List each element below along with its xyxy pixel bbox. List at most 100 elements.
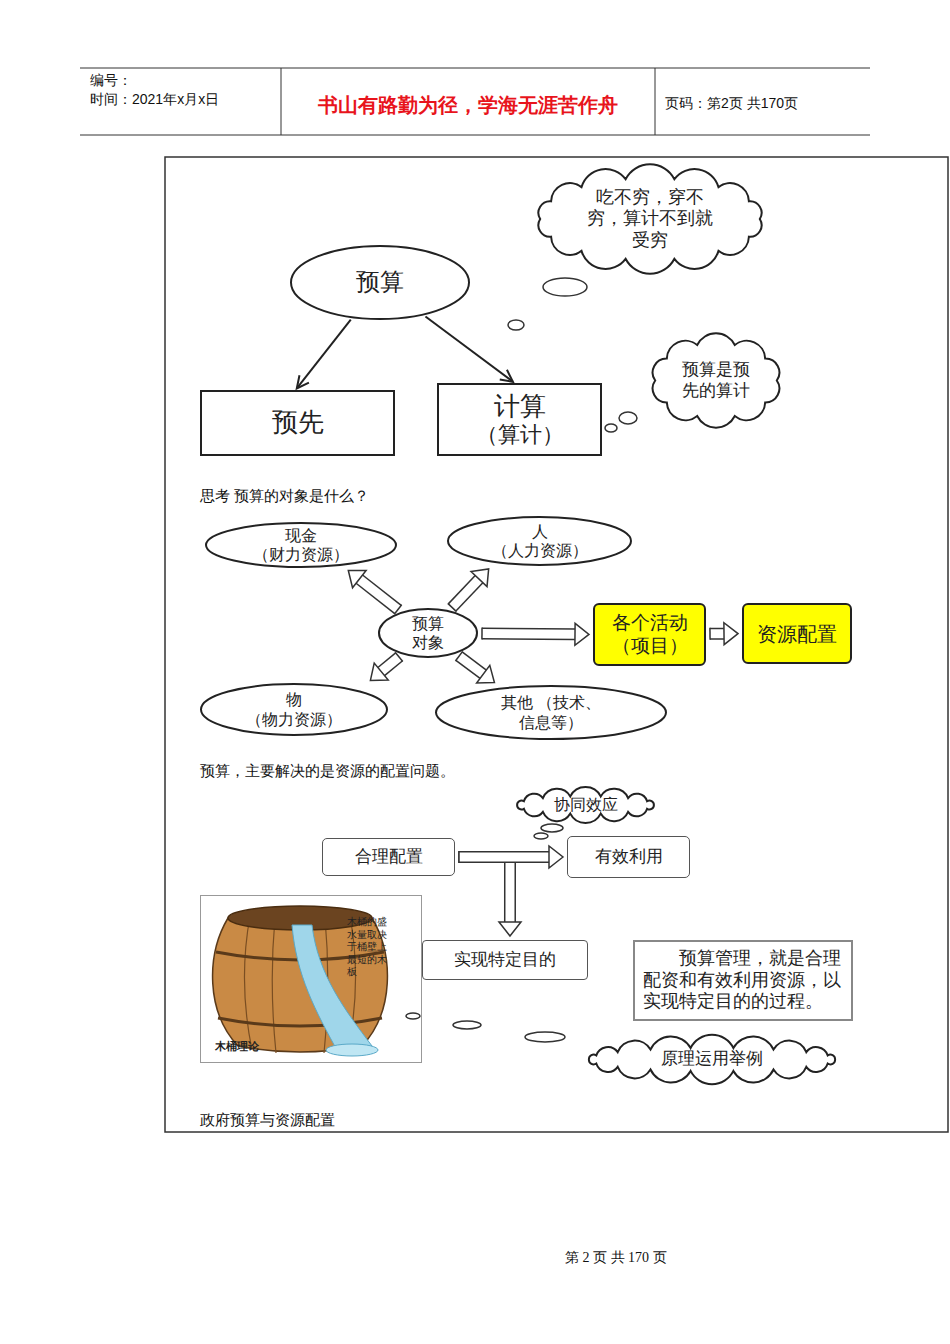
arrow-shaft-outline	[710, 628, 724, 640]
arrow-shaft-fill	[452, 579, 479, 607]
arrow-shaft-outline	[381, 657, 399, 672]
thought-cloud: 预算是预先的算计	[640, 328, 792, 433]
text-area: 预算 对象	[378, 608, 478, 658]
block-arrow	[370, 652, 402, 680]
node-text: 资源配置	[757, 622, 837, 646]
thought-cloud: 原理运用举例	[578, 1037, 846, 1082]
cloud-shape	[589, 1035, 835, 1084]
center-ellipse: 预算 对象	[378, 608, 478, 658]
arrow-head	[575, 623, 589, 645]
header-field: 时间：2021年x月x日	[90, 91, 219, 109]
content-frame	[165, 157, 948, 1132]
thought-bubble	[605, 424, 617, 432]
header-field: 编号：	[90, 72, 132, 90]
resource-ellipse: 人 （人力资源）	[447, 516, 632, 566]
arrow-head	[500, 370, 513, 382]
text-area: 原理运用举例	[578, 1037, 846, 1082]
body-text: 政府预算与资源配置	[200, 1111, 335, 1130]
node-text: 协同效应	[554, 795, 618, 814]
text-area: 合理配置	[323, 839, 454, 875]
arrow-shaft-outline	[459, 851, 549, 863]
process-box: 有效利用	[567, 836, 690, 878]
text-area: 其他 （技术、信息等）	[435, 685, 667, 740]
header-rule	[80, 135, 870, 136]
arrow-shaft-fill	[359, 579, 398, 609]
ellipse-shape	[291, 246, 469, 319]
thought-bubble	[543, 278, 587, 296]
ellipse-shape	[436, 686, 666, 739]
node-text: 预算是预先的算计	[680, 360, 752, 401]
text-area: 实现特定目的	[423, 941, 587, 979]
node-text: 实现特定目的	[454, 950, 556, 970]
arrow-shaft-outline	[459, 857, 510, 922]
text-area: 计算（算计）	[439, 385, 600, 454]
block-arrow	[482, 623, 589, 645]
text-area: 木桶的盛水量取决于桶壁上最短的木板木桶理论	[201, 896, 421, 1062]
resource-ellipse: 其他 （技术、信息等）	[435, 685, 667, 740]
node-text: 预算 对象	[408, 614, 448, 652]
page-footer: 第 2 页 共 170 页	[565, 1249, 667, 1267]
text-area: 协同效应	[508, 787, 663, 823]
node-text: 预先	[272, 407, 324, 438]
cloud-shape	[517, 787, 654, 823]
text-area: 预算管理，就是合理配资和有效利用资源，以实现特定目的的过程。	[635, 942, 851, 1019]
arrow-head	[499, 922, 521, 936]
node-text: 计算	[494, 391, 546, 422]
arrow-shaft-fill	[459, 656, 483, 674]
node-text: 人 （人力资源）	[485, 522, 595, 560]
arrow-line	[425, 316, 513, 381]
node-text: 预算管理，就是合理配资和有效利用资源，以实现特定目的的过程。	[643, 948, 843, 1013]
node-text: 现金 （财力资源）	[246, 526, 356, 564]
arrow-tail	[458, 851, 460, 863]
text-area: 预先	[202, 392, 393, 454]
arrow-tail	[709, 628, 711, 640]
concept-box: 计算（算计）	[437, 383, 602, 456]
note-box: 预算管理，就是合理配资和有效利用资源，以实现特定目的的过程。	[633, 940, 853, 1021]
text-area: 现金 （财力资源）	[205, 522, 397, 568]
arrow-head	[477, 665, 495, 683]
node-text: 物 （物力资源）	[239, 690, 349, 728]
text-area: 资源配置	[744, 605, 850, 662]
ellipse-outline	[435, 685, 667, 740]
body-text: 思考 预算的对象是什么？	[200, 487, 369, 506]
barrel-hoop	[218, 1018, 382, 1026]
header-motto: 书山有路勤为径，学海无涯苦作舟	[281, 92, 655, 119]
node-text: 其他 （技术、信息等）	[484, 693, 619, 731]
arrow-shaft	[425, 316, 513, 381]
arrow-head	[370, 663, 388, 680]
arrow-head	[297, 375, 309, 388]
ellipse-outline	[200, 683, 388, 736]
arrow-shaft-fill	[459, 853, 549, 862]
barrel-stave	[272, 918, 276, 1053]
ellipse-shape	[448, 517, 631, 565]
node-text: 预算	[356, 268, 404, 297]
node-text: 有效利用	[595, 847, 663, 867]
barrel-stave	[244, 916, 252, 1050]
arrow-shaft-outline	[482, 627, 575, 640]
resource-ellipse: 物 （物力资源）	[200, 683, 388, 736]
thought-bubble	[541, 824, 563, 832]
thought-bubble	[525, 1032, 565, 1042]
thought-bubble	[453, 1021, 481, 1029]
arrow-head	[348, 570, 366, 587]
arrow-shaft-fill	[482, 629, 575, 639]
block-arrow	[455, 651, 494, 683]
water-splash	[326, 1044, 378, 1056]
concept-ellipse: 预算	[290, 245, 470, 320]
node-text: 合理配置	[355, 847, 423, 867]
block-arrow	[448, 569, 489, 612]
highlight-box: 资源配置	[742, 603, 852, 664]
process-box: 合理配置	[322, 838, 455, 876]
resource-ellipse: 现金 （财力资源）	[205, 522, 397, 568]
node-text: 吃不穷，穿不穷，算计不到就受穷	[585, 187, 715, 252]
header-divider	[655, 68, 656, 135]
node-text: 各个活动 （项目）	[605, 612, 695, 658]
ellipse-shape	[206, 523, 396, 567]
arrow-shaft	[297, 320, 351, 389]
node-text: （算计）	[476, 422, 564, 448]
thought-bubble	[508, 320, 524, 330]
thought-bubble	[406, 1013, 420, 1019]
node-text: 木桶的盛水量取决于桶壁上最短的木板	[347, 916, 389, 979]
